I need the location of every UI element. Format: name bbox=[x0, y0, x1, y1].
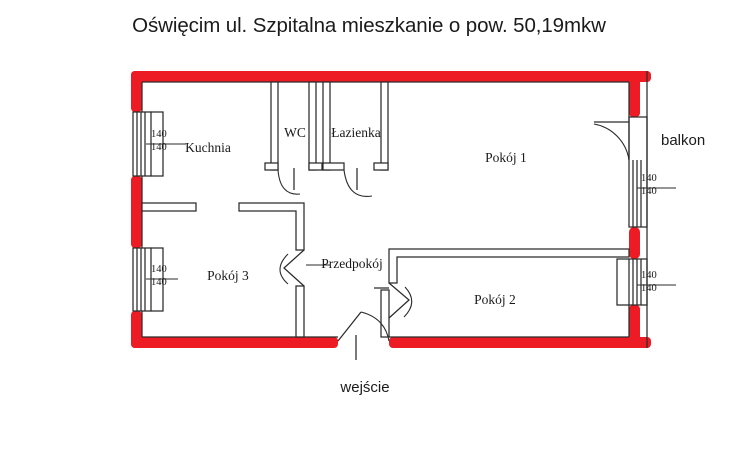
structural-walls-group bbox=[131, 71, 651, 348]
room-label-wc: WC bbox=[284, 125, 306, 140]
door-balcony-arc bbox=[593, 123, 630, 161]
dimension-labels-group: 140 140 140 140 140 140 140 140 bbox=[151, 129, 657, 294]
room-label-pokoj3: Pokój 3 bbox=[207, 268, 249, 283]
room-labels-group: Kuchnia WC Łazienka Pokój 1 Pokój 3 Prze… bbox=[185, 125, 527, 307]
exterior-labels-group: balkon wejście bbox=[339, 132, 705, 396]
room-label-kuchnia: Kuchnia bbox=[185, 140, 231, 155]
dimension-leaders-group bbox=[146, 143, 676, 286]
door-wc-arc bbox=[277, 169, 301, 195]
dim-window-kuchnia-bottom: 140 bbox=[151, 142, 167, 153]
dim-window-kuchnia-top: 140 bbox=[151, 129, 167, 140]
dim-window-pokoj3-top: 140 bbox=[151, 264, 167, 275]
door-lazienka-arc bbox=[343, 169, 373, 198]
wall-exterior-bottom-right bbox=[389, 337, 651, 348]
door-pokoj2-arc bbox=[403, 286, 413, 318]
page-title: Oświęcim ul. Szpitalna mieszkanie o pow.… bbox=[132, 14, 606, 37]
wall-przedpokoj-upper bbox=[238, 202, 305, 251]
door-pokoj3 bbox=[279, 249, 330, 338]
room-label-pokoj1: Pokój 1 bbox=[485, 150, 527, 165]
wall-przedpokoj-pokoj2 bbox=[388, 248, 630, 284]
wall-exterior-left-middle bbox=[131, 176, 142, 248]
room-label-przedpokoj: Przedpokój bbox=[321, 256, 383, 271]
room-label-pokoj2: Pokój 2 bbox=[474, 292, 516, 307]
wall-exterior-left-upper bbox=[131, 71, 142, 112]
interior-walls-group bbox=[132, 71, 648, 360]
room-label-lazienka: Łazienka bbox=[331, 125, 380, 140]
wall-exterior-top bbox=[131, 71, 651, 82]
dim-window-pokoj2-bottom: 140 bbox=[641, 283, 657, 294]
wall-exterior-right-upper bbox=[629, 71, 640, 117]
door-pokoj2 bbox=[374, 282, 413, 338]
wall-exterior-right-middle bbox=[629, 227, 640, 259]
wall-lazienka bbox=[322, 81, 389, 198]
dim-window-pokoj3-bottom: 140 bbox=[151, 277, 167, 288]
window-pokoj2 bbox=[616, 258, 648, 306]
wall-wc bbox=[264, 81, 323, 195]
label-balkon: balkon bbox=[661, 132, 705, 149]
door-entrance-leaf bbox=[337, 311, 362, 342]
door-balcony bbox=[593, 116, 648, 228]
door-entrance bbox=[337, 311, 390, 360]
wall-exterior-bottom-left bbox=[131, 337, 338, 348]
dim-window-pokoj1-bottom: 140 bbox=[641, 186, 657, 197]
dim-window-pokoj2-top: 140 bbox=[641, 270, 657, 281]
label-wejscie: wejście bbox=[339, 379, 389, 396]
door-pokoj3-arc bbox=[279, 253, 289, 285]
door-entrance-arc bbox=[360, 311, 390, 342]
dim-window-pokoj1-top: 140 bbox=[641, 173, 657, 184]
wall-kuchnia-pokoj3 bbox=[141, 202, 197, 212]
